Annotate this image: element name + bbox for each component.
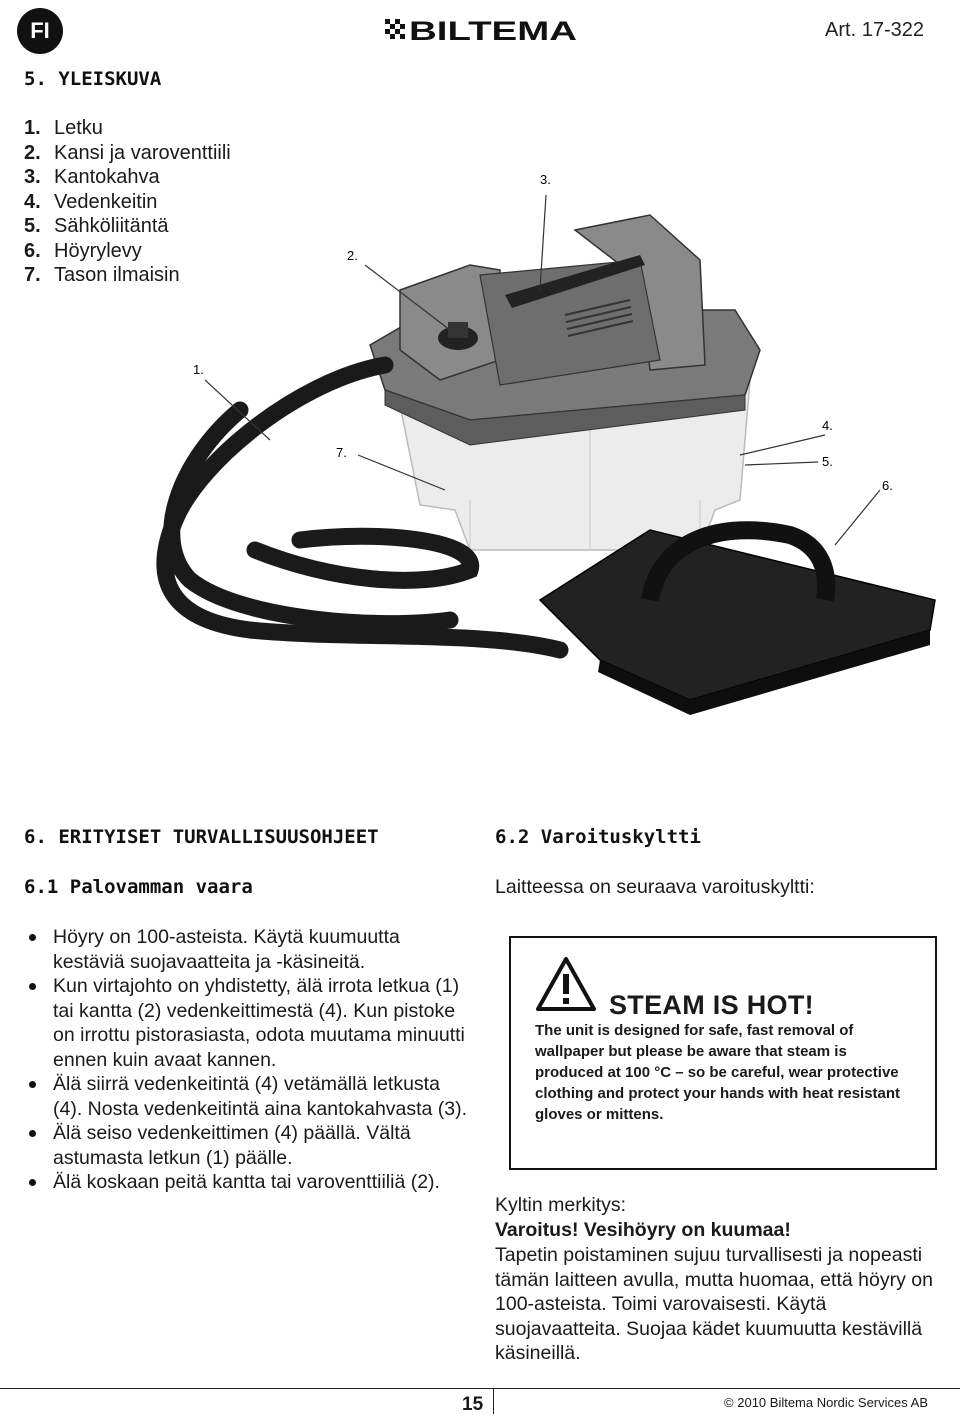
part-item: 1.Letku [24,117,103,139]
list-item: Älä koskaan peitä kantta tai varoventtii… [24,1170,474,1195]
part-item: 7.Tason ilmaisin [24,264,180,286]
part-item: 2.Kansi ja varoventtiili [24,141,231,164]
language-badge: FI [17,8,63,54]
product-illustration: 1. 2. 3. 4. 5. 6. 7. [156,172,936,715]
list-item: Höyry on 100-asteista. Käytä kuumuutta k… [24,925,474,974]
biltema-logo: BILTEMA [385,17,577,43]
warning-text: The unit is designed for safe, fast remo… [535,1022,901,1123]
callout-2: 2. [347,248,358,263]
list-item: Kun virtajohto on yhdistetty, älä irrota… [24,974,474,1072]
copyright: © 2010 Biltema Nordic Services AB [724,1395,928,1410]
sign-meaning-title: Varoitus! Vesihöyry on kuumaa! [495,1219,791,1241]
callout-7: 7. [336,445,347,460]
section-6-2-title: 6.2 Varoituskyltti [495,826,701,848]
part-item: 6.Höyrylevy [24,239,142,262]
callout-4: 4. [822,418,833,433]
callout-6: 6. [882,478,893,493]
article-number: Art. 17-322 [825,19,924,41]
part-item: 3.Kantokahva [24,166,160,188]
logo-text: BILTEMA [409,17,577,43]
warning-triangle-icon [536,957,596,1011]
sign-meaning-label: Kyltin merkitys: [495,1194,627,1216]
warning-sign: STEAM IS HOT! The unit is designed for s… [509,936,937,1170]
part-item: 4.Vedenkeitin [24,190,158,213]
list-item: Älä seiso vedenkeittimen (4) päällä. Väl… [24,1121,474,1170]
callout-5: 5. [822,454,833,469]
part-item: 5.Sähköliitäntä [24,215,169,237]
footer-divider [0,1388,960,1389]
callout-3: 3. [540,172,551,187]
callout-1: 1. [193,362,204,377]
list-item: Älä siirrä vedenkeitintä (4) vetämällä l… [24,1072,474,1121]
section-6-title: 6. ERITYISET TURVALLISUUSOHJEET [24,826,379,848]
section-6-1-title: 6.1 Palovamman vaara [24,876,253,898]
warning-heading: STEAM IS HOT! [609,990,814,1020]
section-6-2-intro: Laitteessa on seuraava varoituskyltti: [495,876,815,898]
sign-meaning-text: Tapetin poistaminen sujuu turvallisesti … [495,1244,933,1364]
section-5-title: 5. YLEISKUVA [24,68,162,90]
footer-page-divider [493,1388,494,1414]
page-number: 15 [462,1394,484,1415]
safety-instructions-list: Höyry on 100-asteista. Käytä kuumuutta k… [24,925,474,1195]
parts-list: 1.Letku 2.Kansi ja varoventtiili 3.Kanto… [24,116,231,288]
